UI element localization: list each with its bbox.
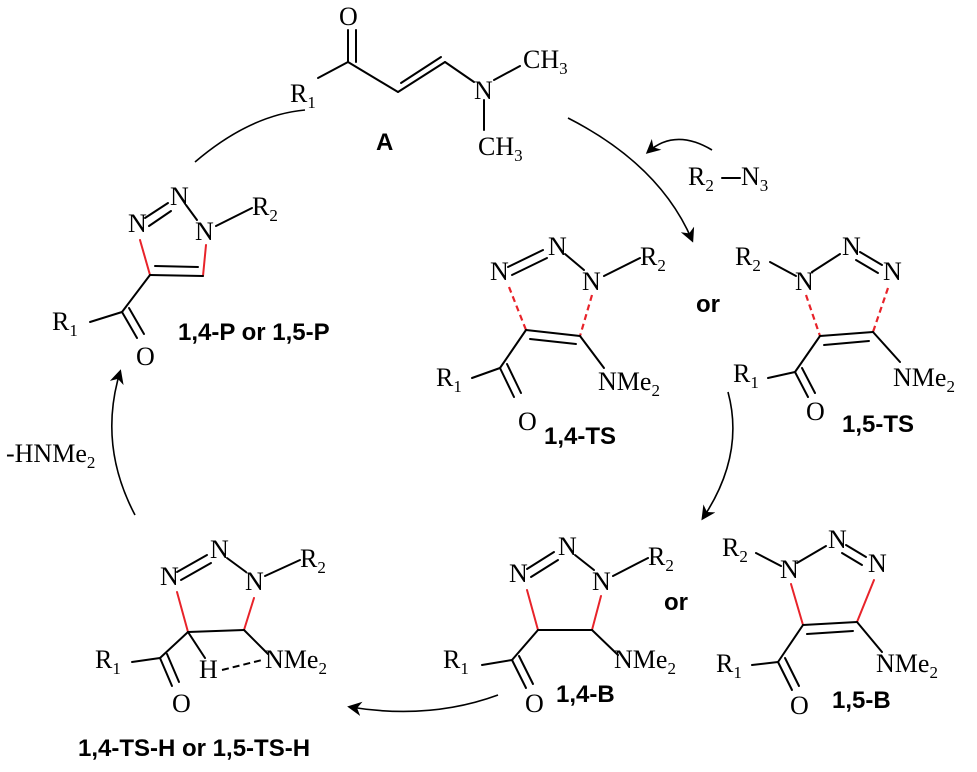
tsh-n1: N <box>245 567 264 596</box>
b15-nme2: NMe2 <box>876 649 938 682</box>
ts15-n2: N <box>842 232 861 261</box>
b14-n2: N <box>558 532 577 561</box>
arrow-P-to-A <box>194 109 306 163</box>
compound-1-5-B: N N N R2 NMe2 R1 O 1,5-B <box>716 525 938 720</box>
oxygen-atom: O <box>339 2 358 31</box>
b15-r1: R1 <box>716 649 742 682</box>
ts14-n3: N <box>490 257 509 286</box>
ts14-r2: R2 <box>640 242 666 275</box>
b15-r2: R2 <box>722 533 748 566</box>
b14-r2: R2 <box>648 542 674 575</box>
ts14-n2: N <box>548 232 567 261</box>
tsh-n2: N <box>210 535 229 564</box>
ts14-oxygen: O <box>518 407 537 436</box>
ts15-r2: R2 <box>735 242 761 275</box>
azide-r2: R2 <box>688 162 714 195</box>
b14-n1: N <box>592 567 611 596</box>
or-label-bottom: or <box>664 589 688 616</box>
ts14-nme2: NMe2 <box>598 367 660 400</box>
ts14-r1: R1 <box>436 363 462 396</box>
ts15-oxygen: O <box>806 397 825 426</box>
nitrogen-atom: N <box>474 76 493 105</box>
label-A: A <box>376 129 393 156</box>
r1-group: R1 <box>290 79 316 112</box>
methyl-group-1: CH3 <box>523 45 568 78</box>
b14-nme2: NMe2 <box>614 645 676 678</box>
compound-1-4-B: N N N R2 NMe2 R1 O 1,4-B <box>443 532 676 718</box>
label-1-5-B: 1,5-B <box>832 687 891 714</box>
tsh-hydrogen: H <box>199 655 218 684</box>
cycle-arrows <box>109 109 734 716</box>
p-r2: R2 <box>252 192 278 225</box>
b15-n2: N <box>828 525 847 554</box>
ts15-nme2: NMe2 <box>893 363 955 396</box>
label-product: 1,4-P or 1,5-P <box>178 319 330 346</box>
label-1-4-TS: 1,4-TS <box>544 423 616 450</box>
compound-1-4-TS: N N N R2 NMe2 R1 O 1,4-TS <box>436 232 666 450</box>
label-1-5-TS: 1,5-TS <box>842 411 914 438</box>
arrow-TS-to-B <box>701 391 734 521</box>
b15-n3: N <box>868 549 887 578</box>
b15-n1: N <box>780 555 799 584</box>
tsh-r1: R1 <box>95 645 121 678</box>
ts15-r1: R1 <box>733 359 759 392</box>
p-n2: N <box>170 182 189 211</box>
p-oxygen: O <box>136 342 155 371</box>
p-n1: N <box>195 217 214 246</box>
methyl-group-2: CH3 <box>478 132 523 165</box>
tsh-oxygen: O <box>172 689 191 718</box>
tsh-r2: R2 <box>300 544 326 577</box>
elimination-label: -HNMe2 <box>6 439 95 472</box>
ts15-n1: N <box>795 267 814 296</box>
ts14-n1: N <box>582 267 601 296</box>
arrow-TSH-to-P <box>109 369 136 516</box>
arrow-azide-in <box>645 138 713 154</box>
compound-TS-H: N N N R2 NMe2 H R1 O 1,4-TS-H or 1,5-TS-… <box>78 535 327 762</box>
b15-oxygen: O <box>790 691 809 720</box>
tsh-n3: N <box>160 562 179 591</box>
b14-oxygen: O <box>525 689 544 718</box>
tsh-nme2: NMe2 <box>265 645 327 678</box>
label-1-4-B: 1,4-B <box>556 681 615 708</box>
b14-n3: N <box>509 559 528 588</box>
p-n3: N <box>128 209 147 238</box>
or-label-top: or <box>696 291 720 318</box>
arrow-B-to-TSH <box>347 694 499 716</box>
label-TS-H: 1,4-TS-H or 1,5-TS-H <box>78 735 310 762</box>
compound-product: N N N R2 R1 O 1,4-P or 1,5-P <box>52 182 330 371</box>
ts15-n3: N <box>883 257 902 286</box>
compound-1-5-TS: N N N R2 NMe2 R1 O 1,5-TS <box>733 232 955 438</box>
arrow-A-to-TS <box>567 117 695 243</box>
p-r1: R1 <box>52 307 78 340</box>
azide-reagent: R2 N3 <box>688 162 768 195</box>
b14-r1: R1 <box>443 645 469 678</box>
azide-n3: N3 <box>741 162 768 195</box>
compound-A: O R1 N CH3 CH3 A <box>290 2 568 165</box>
